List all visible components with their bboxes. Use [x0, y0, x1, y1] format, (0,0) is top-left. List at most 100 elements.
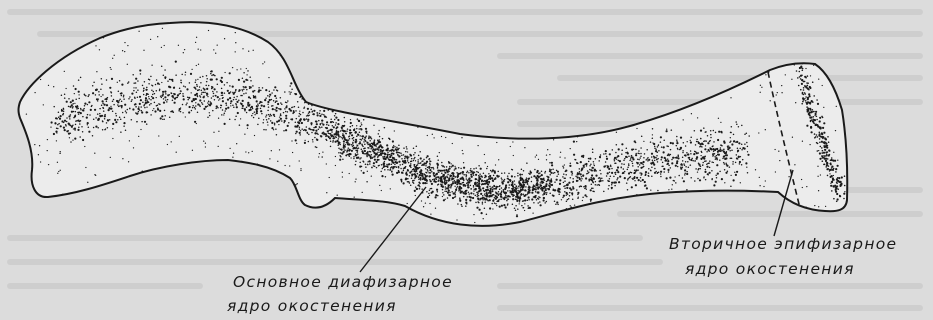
stipple-dot [287, 100, 289, 102]
stipple-dot [747, 151, 748, 152]
stipple-dot [236, 96, 238, 98]
stipple-dot [477, 74, 478, 75]
stipple-dot [541, 174, 543, 176]
stipple-dot [224, 123, 226, 125]
stipple-dot [133, 90, 135, 92]
stipple-dot [571, 174, 573, 176]
stipple-dot [413, 160, 415, 162]
stipple-dot [87, 96, 89, 98]
stipple-dot [642, 164, 644, 166]
stipple-dot [416, 169, 418, 171]
stipple-dot [506, 44, 507, 45]
stipple-dot [360, 125, 362, 127]
stipple-dot [672, 95, 673, 96]
stipple-dot [683, 119, 684, 120]
stipple-dot [269, 158, 270, 159]
stipple-dot [826, 143, 828, 145]
stipple-dot [137, 89, 139, 91]
stipple-dot [704, 148, 706, 150]
stipple-dot [632, 163, 634, 165]
stipple-dot [537, 170, 539, 172]
stipple-dot [723, 151, 725, 153]
stipple-dot [694, 151, 696, 153]
label-main-ossification-line1: Основное диафизарное [233, 275, 453, 291]
stipple-dot [802, 101, 804, 103]
stipple-dot [566, 187, 568, 189]
stipple-dot [430, 188, 432, 190]
stipple-dot [588, 171, 590, 173]
stipple-dot [696, 152, 698, 154]
stipple-dot [227, 107, 229, 109]
stipple-dot [805, 68, 806, 69]
stipple-dot [476, 183, 478, 185]
stipple-dot [50, 43, 51, 44]
stipple-dot [704, 161, 706, 163]
stipple-dot [380, 145, 382, 147]
stipple-dot [163, 75, 165, 77]
stipple-dot [486, 213, 488, 215]
stipple-dot [357, 150, 359, 152]
stipple-dot [27, 163, 28, 164]
stipple-dot [672, 142, 674, 144]
stipple-dot [742, 159, 744, 161]
stipple-dot [378, 147, 380, 149]
stipple-dot [652, 106, 653, 107]
stipple-dot [562, 197, 564, 199]
stipple-dot [805, 36, 806, 37]
stipple-dot [809, 87, 811, 89]
stipple-dot [432, 223, 433, 224]
stipple-dot [420, 51, 421, 52]
stipple-dot [196, 98, 198, 100]
stipple-dot [301, 122, 303, 124]
stipple-dot [739, 148, 741, 150]
stipple-dot [807, 101, 809, 103]
stipple-dot [116, 100, 118, 102]
stipple-dot [274, 122, 276, 124]
stipple-dot [218, 131, 219, 132]
stipple-dot [170, 79, 172, 81]
stipple-dot [298, 122, 300, 124]
stipple-dot [657, 190, 659, 192]
stipple-dot [403, 154, 405, 156]
stipple-dot [479, 181, 481, 183]
stipple-dot [295, 133, 297, 135]
stipple-dot [316, 214, 317, 215]
stipple-dot [519, 199, 521, 201]
stipple-dot [652, 160, 654, 162]
stipple-dot [590, 177, 592, 179]
stipple-dot [524, 147, 525, 148]
stipple-dot [425, 165, 427, 167]
stipple-dot [629, 177, 631, 179]
stipple-dot [95, 94, 97, 96]
stipple-dot [444, 172, 446, 174]
stipple-dot [660, 176, 662, 178]
stipple-dot [240, 102, 242, 104]
stipple-dot [126, 182, 127, 183]
stipple-dot [595, 208, 597, 210]
stipple-dot [719, 212, 720, 213]
stipple-dot [391, 171, 393, 173]
stipple-dot [48, 62, 49, 63]
stipple-dot [74, 128, 76, 130]
stipple-dot [513, 155, 514, 156]
stipple-dot [339, 144, 341, 146]
stipple-dot [441, 184, 443, 186]
stipple-dot [374, 148, 376, 150]
stipple-dot [269, 94, 271, 96]
stipple-dot [97, 100, 99, 102]
stipple-dot [572, 199, 574, 201]
stipple-dot [634, 176, 635, 177]
stipple-dot [169, 94, 171, 96]
stipple-dot [274, 95, 276, 97]
stipple-dot [66, 117, 68, 119]
stipple-dot [682, 177, 684, 179]
stipple-dot [639, 159, 640, 160]
stipple-dot [119, 116, 121, 118]
stipple-dot [326, 163, 327, 164]
stipple-dot [72, 103, 74, 105]
stipple-dot [197, 95, 199, 97]
stipple-dot [373, 125, 374, 126]
stipple-dot [159, 90, 160, 91]
stipple-dot [477, 182, 479, 184]
stipple-dot [538, 159, 539, 160]
